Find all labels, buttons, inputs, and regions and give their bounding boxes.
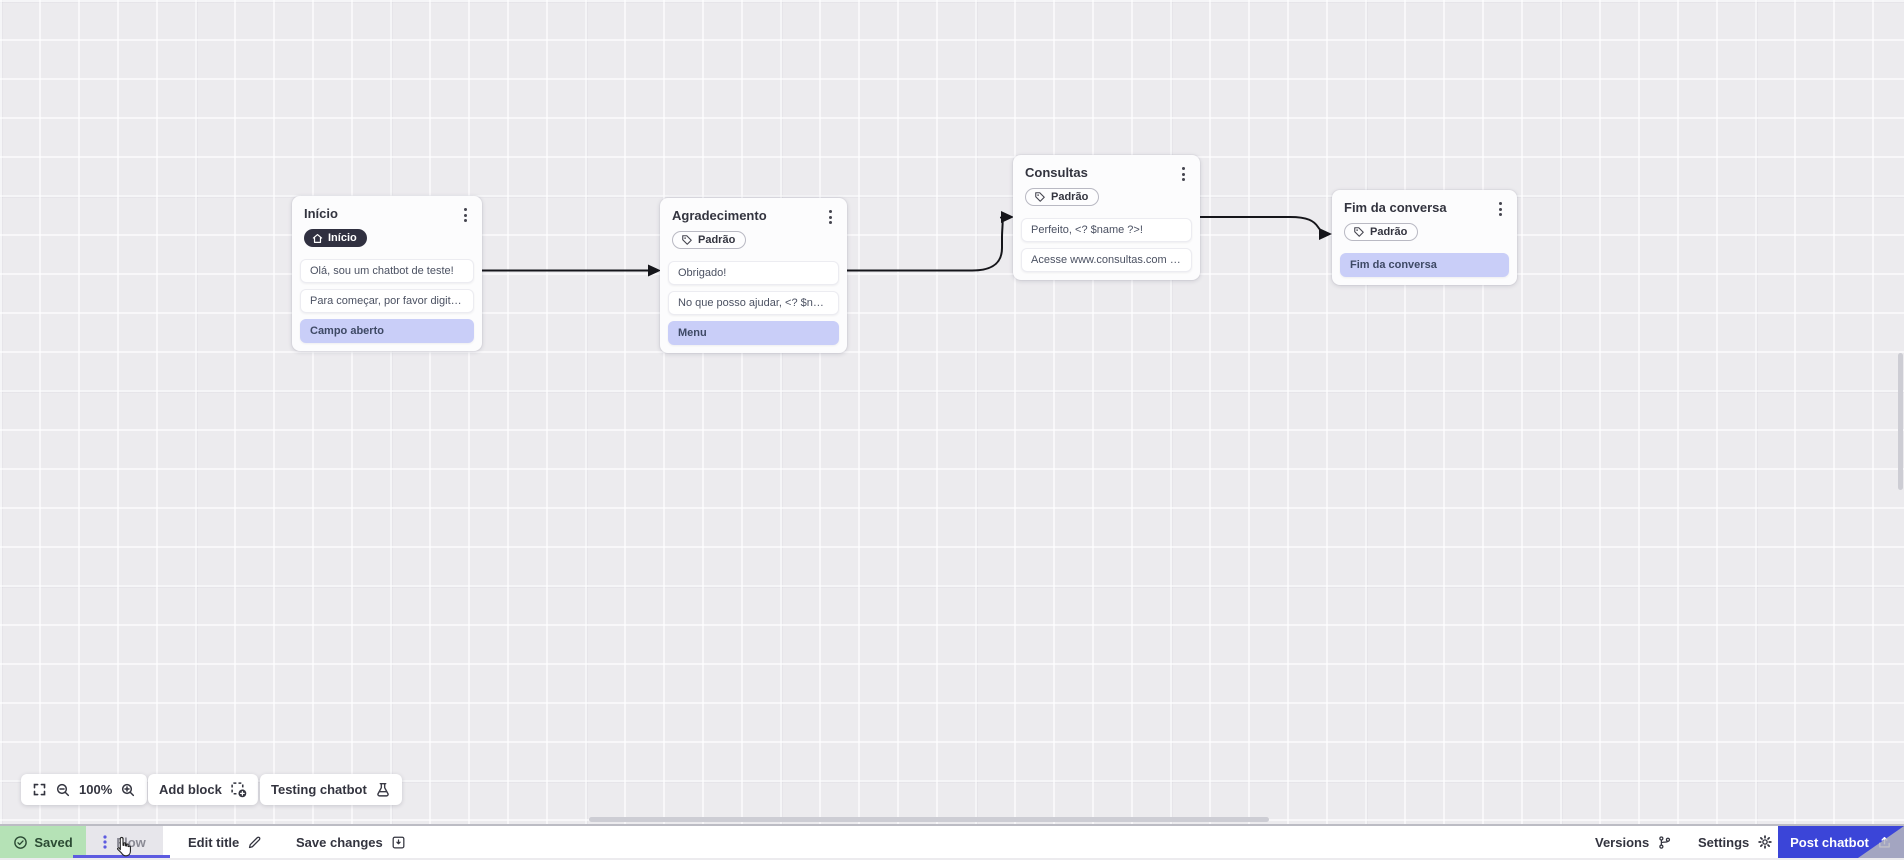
connector-consultas-fim [1200,217,1322,234]
zoom-toolbar: 100% [21,774,147,805]
versions-label: Versions [1595,835,1649,850]
flow-tab-label: Flow [116,835,146,850]
node-item[interactable]: Para começar, por favor digite o ... [300,289,474,313]
badge-label: Padrão [1051,191,1088,203]
saved-label: Saved [34,835,72,850]
node-item[interactable]: Olá, sou um chatbot de teste! [300,259,474,283]
bottom-bar: Saved Flow Edit title Save changes Versi… [0,824,1904,858]
add-block-icon [230,781,247,798]
kebab-menu-icon[interactable] [1496,200,1505,218]
node-badge-padrao: Padrão [672,231,746,249]
flask-icon [375,782,391,798]
tab-flow[interactable]: Flow [86,826,163,858]
versions-button[interactable]: Versions [1595,826,1672,858]
settings-label: Settings [1698,835,1749,850]
settings-button[interactable]: Settings [1698,826,1773,858]
node-item-highlighted[interactable]: Menu [668,321,839,345]
git-branch-icon [1657,835,1672,850]
node-title: Consultas [1025,165,1088,180]
check-circle-icon [13,835,28,850]
vertical-scrollbar[interactable] [1898,353,1903,490]
flow-node-consultas[interactable]: Consultas Padrão Perfeito, <? $name ?>! … [1013,155,1200,280]
drag-handle-icon[interactable] [103,835,107,849]
fullscreen-icon[interactable] [32,782,47,797]
flow-node-fim-da-conversa[interactable]: Fim da conversa Padrão Fim da conversa [1332,190,1517,285]
flow-node-inicio[interactable]: Início Início Olá, sou um chatbot de tes… [292,196,482,351]
kebab-menu-icon[interactable] [1179,165,1188,183]
node-item[interactable]: No que posso ajudar, <? $name ... [668,291,839,315]
home-icon [312,233,323,244]
flow-connectors [0,0,1904,826]
badge-label: Padrão [1370,226,1407,238]
add-block-label: Add block [159,782,222,797]
node-title: Início [304,206,338,221]
arrowhead [1319,228,1332,240]
kebab-menu-icon[interactable] [826,208,835,226]
zoom-out-icon[interactable] [55,782,71,798]
flow-canvas[interactable]: Início Início Olá, sou um chatbot de tes… [0,0,1904,826]
screen-corner-artifact [1858,826,1904,858]
connector-agradecimento-consultas [847,218,1003,271]
node-badge-inicio: Início [304,229,367,247]
node-item-highlighted[interactable]: Campo aberto [300,319,474,343]
horizontal-scrollbar[interactable] [589,817,1269,822]
badge-label: Início [328,232,357,244]
edit-title-button[interactable]: Edit title [188,826,262,858]
node-badge-padrao: Padrão [1344,223,1418,241]
saved-status-badge: Saved [0,826,86,858]
node-item[interactable]: Obrigado! [668,261,839,285]
kebab-menu-icon[interactable] [461,206,470,224]
save-changes-label: Save changes [296,835,383,850]
flow-node-agradecimento[interactable]: Agradecimento Padrão Obrigado! No que po… [660,198,847,353]
zoom-in-icon[interactable] [120,782,136,798]
save-icon [391,835,406,850]
node-item-highlighted[interactable]: Fim da conversa [1340,253,1509,277]
add-block-button[interactable]: Add block [148,774,258,805]
node-title: Fim da conversa [1344,200,1447,215]
tag-icon [1034,191,1046,203]
testing-chatbot-button[interactable]: Testing chatbot [260,774,402,805]
edit-title-label: Edit title [188,835,239,850]
save-changes-button[interactable]: Save changes [296,826,406,858]
gear-icon [1757,834,1773,850]
node-item[interactable]: Perfeito, <? $name ?>! [1021,218,1192,242]
testing-chatbot-label: Testing chatbot [271,782,367,797]
tag-icon [1353,226,1365,238]
node-badge-padrao: Padrão [1025,188,1099,206]
node-title: Agradecimento [672,208,767,223]
pencil-icon [247,835,262,850]
tag-icon [681,234,693,246]
badge-label: Padrão [698,234,735,246]
node-item[interactable]: Acesse www.consultas.com par... [1021,248,1192,272]
zoom-level: 100% [79,782,112,797]
